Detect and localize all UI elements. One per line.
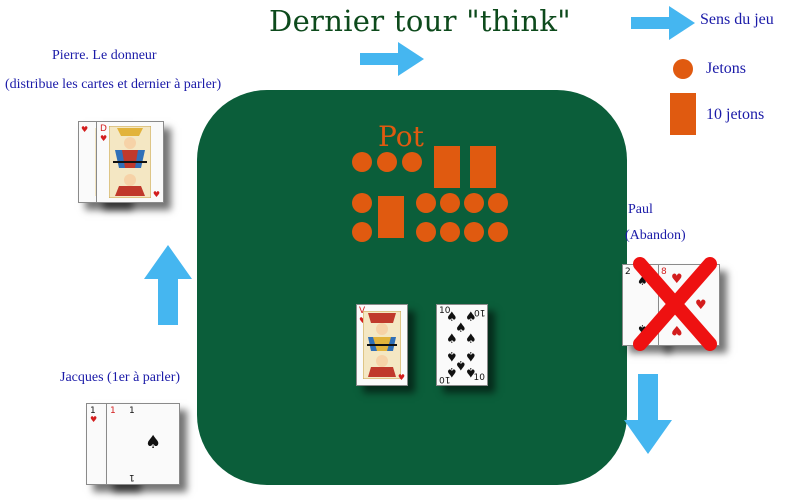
card-rank: 1	[90, 406, 96, 416]
legend-chip-icon	[673, 59, 693, 79]
heart-icon: ♥	[397, 373, 405, 382]
player-pierre-role: (distribue les cartes et dernier à parle…	[5, 77, 222, 92]
heart-icon: ♥	[90, 415, 98, 424]
direction-arrow-top	[360, 42, 424, 76]
legend-direction-arrow-icon	[631, 6, 695, 40]
pot-chip	[402, 152, 422, 172]
arrow-right-icon	[360, 42, 424, 76]
heart-icon: ♥	[671, 272, 683, 287]
spade-icon: ♠	[446, 364, 458, 379]
pot-chip	[416, 193, 436, 213]
pot-stack	[378, 196, 404, 238]
player-paul-name: Paul	[628, 202, 653, 217]
board-card-ten-spades[interactable]: 10 10 10 10 ♠ ♠ ♠ ♠ ♠ ♠ ♠ ♠ ♠ ♠	[436, 304, 488, 386]
pierre-card-queen-hearts[interactable]: D ♥ ♥	[96, 121, 164, 203]
direction-arrow-down-icon	[624, 374, 672, 454]
spade-icon: ♠	[446, 310, 458, 325]
card-rank: D	[100, 124, 107, 134]
spade-icon: ♠	[465, 364, 477, 379]
heart-icon: ♥	[695, 298, 707, 313]
pot-chip	[352, 152, 372, 172]
direction-arrow-up-icon	[144, 245, 192, 325]
legend-chip-label: Jetons	[706, 60, 746, 77]
card-rank: V	[359, 306, 366, 316]
board-card-jack-hearts[interactable]: V ♥ ♥	[356, 304, 408, 386]
player-jacques-name: Jacques (1er à parler)	[60, 370, 181, 385]
spade-icon: ♠	[145, 432, 162, 453]
spade-icon: ♠	[465, 310, 477, 325]
spade-icon: ♠	[637, 274, 648, 288]
queen-face-icon	[109, 126, 151, 198]
card-rank: 1	[129, 472, 135, 482]
heart-icon: ♥	[152, 190, 160, 199]
spade-icon: ♠	[446, 332, 458, 347]
card-rank: 8	[661, 267, 667, 277]
card-rank: 10	[473, 373, 485, 383]
pot-chip	[416, 222, 436, 242]
pot-stack	[470, 146, 496, 188]
player-paul-status: (Abandon)	[625, 228, 686, 243]
pot-chip	[464, 193, 484, 213]
pot-chip	[488, 193, 508, 213]
pot-chip	[440, 222, 460, 242]
heart-icon: ♥	[100, 134, 108, 143]
heart-icon: ♥	[81, 125, 89, 134]
spade-icon: ♠	[465, 332, 477, 347]
legend-stack-icon	[670, 93, 696, 135]
card-rank: 1	[110, 406, 116, 416]
pot-label: Pot	[378, 120, 424, 153]
card-rank: 1	[129, 406, 135, 416]
spade-icon: ♠	[465, 348, 477, 363]
pot-chip	[440, 193, 460, 213]
pot-chip	[352, 193, 372, 213]
pot-chip	[464, 222, 484, 242]
pot-chip	[488, 222, 508, 242]
card-rank: 2	[625, 267, 631, 277]
spade-icon: ♠	[455, 321, 467, 336]
page-title: Dernier tour "think"	[269, 4, 571, 38]
legend-stack-label: 10 jetons	[706, 106, 765, 123]
jack-face-icon	[363, 311, 401, 379]
jacques-card-ace-spades[interactable]: 1 1 ♠ 1	[106, 403, 180, 485]
pot-chip	[352, 222, 372, 242]
pot-stack	[434, 146, 460, 188]
fold-x-icon	[633, 257, 717, 351]
player-pierre-name: Pierre. Le donneur	[52, 48, 157, 63]
legend-direction-label: Sens du jeu	[700, 11, 774, 28]
card-rank: 10	[439, 306, 451, 316]
pot-chip	[377, 152, 397, 172]
